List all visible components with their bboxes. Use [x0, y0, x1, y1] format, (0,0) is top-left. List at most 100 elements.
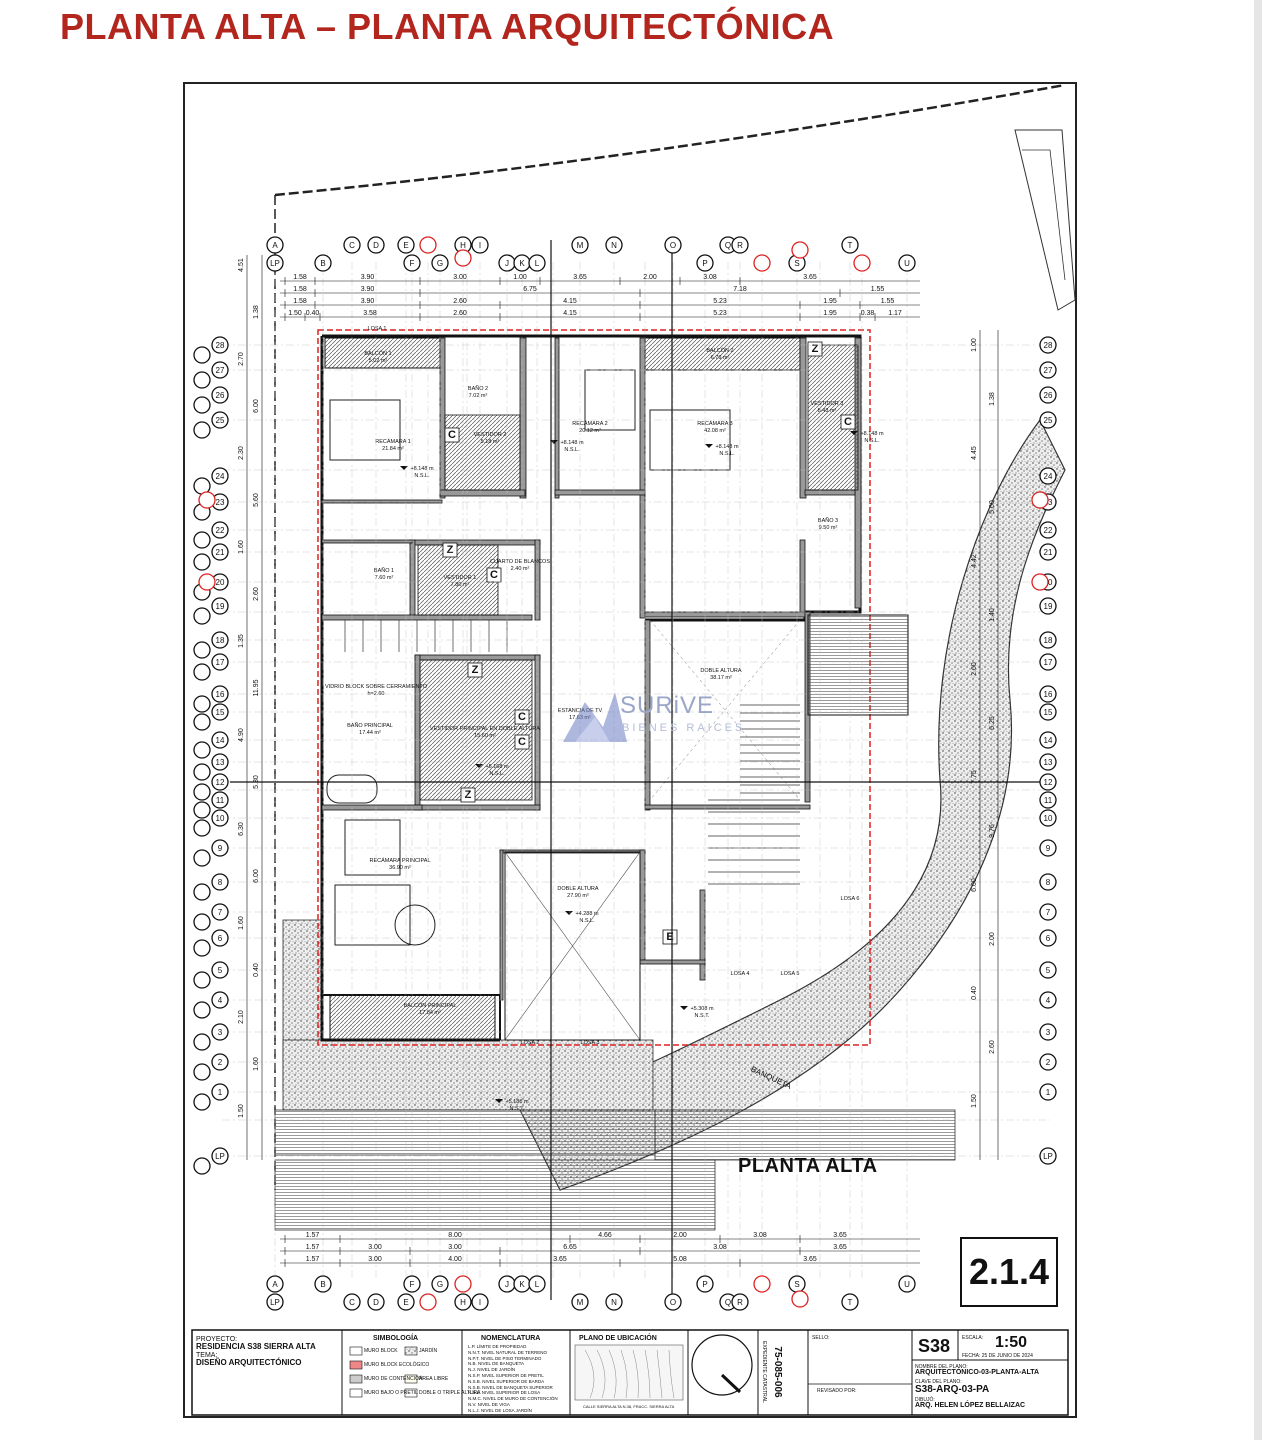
- room-area: 5.18 m²: [481, 439, 500, 445]
- grid-bubble-left-2: [193, 913, 211, 931]
- north-arrow-circle: [691, 1334, 753, 1396]
- dim-bottom-value: 2.00: [673, 1232, 687, 1239]
- location-map-street: [620, 1349, 628, 1399]
- dim-bottom-value: 3.08: [713, 1244, 727, 1251]
- location-map-street: [584, 1349, 595, 1399]
- symbol-label: ÁREA LIBRE: [419, 1376, 449, 1382]
- level-marker-icon: [495, 1099, 503, 1103]
- dim-bottom-value: 3.65: [833, 1232, 847, 1239]
- grid-bubble-bottom: [367, 1293, 385, 1311]
- ubicacion-heading: PLANO DE UBICACIÓN: [579, 1335, 657, 1342]
- grid-bubble-right: [1039, 543, 1057, 561]
- grid-bubble-bottom-label: D: [373, 1298, 379, 1307]
- grid-bubble-bottom-label: E: [403, 1298, 408, 1307]
- grid-bubble-left-2: [193, 971, 211, 989]
- interior-wall: [519, 337, 527, 499]
- room-area: 5.02 m²: [369, 358, 388, 364]
- room-name: VESTIDOR PRINCIPAL EN DOBLE ALTURA: [430, 726, 540, 732]
- grid-bubble-bottom-label: L: [535, 1280, 540, 1289]
- grid-bubble-left: [211, 791, 229, 809]
- grid-bubble-bottom: [314, 1275, 332, 1293]
- symbol-swatch: [404, 1388, 418, 1398]
- grid-bubble-left-label: 7: [218, 908, 223, 917]
- dim-bottom-value: 3.65: [553, 1256, 567, 1263]
- closet-vestidor-1: [417, 544, 499, 616]
- level-marker-icon: [680, 1006, 688, 1010]
- room-area: 7.60 m²: [375, 575, 394, 581]
- dim-top-value: 5.23: [713, 310, 727, 317]
- closet-vestidor-principal: [419, 659, 533, 801]
- grid-bubble-top-label: I: [479, 241, 481, 250]
- dim-right-value: 4.42: [971, 554, 978, 568]
- dim-top-value: 1.95: [823, 298, 837, 305]
- room-name: BALCÓN 1: [364, 350, 391, 357]
- dim-bottom-value: 3.65: [803, 1256, 817, 1263]
- interior-wall: [534, 539, 541, 621]
- grid-bubble-right-label: 22: [1044, 526, 1053, 535]
- grid-bubble-red: [419, 1293, 437, 1311]
- interior-wall: [644, 804, 811, 810]
- grid-bubble-bottom: [403, 1275, 421, 1293]
- grid-bubble-red: [791, 1290, 809, 1308]
- room-area: 6.79 m²: [711, 355, 730, 361]
- watermark-logo: [555, 672, 735, 762]
- dim-top-value: 5.23: [713, 298, 727, 305]
- grid-bubble-left: [211, 703, 229, 721]
- grid-bubble-red: [454, 249, 472, 267]
- room-area: 38.17 m²: [710, 675, 732, 681]
- grid-bubble-red: [419, 236, 437, 254]
- interior-wall: [799, 337, 807, 499]
- grid-bubble-bottom-label: N: [611, 1298, 617, 1307]
- grid-bubble-right-label: 8: [1046, 878, 1051, 887]
- grid-bubble-left-label: 20: [216, 578, 225, 587]
- dim-right-value: 9.76: [989, 824, 996, 838]
- grid-bubble-left-2: [193, 713, 211, 731]
- nomenclature-item: N.S.B. NIVEL DE BANQUETA SUPERIOR: [468, 1384, 553, 1390]
- grid-bubble-top-label: L: [535, 259, 540, 268]
- clave-short: S38: [918, 1336, 951, 1356]
- interior-wall: [699, 889, 706, 981]
- grid-bubble-right-label: 12: [1044, 778, 1053, 787]
- dim-left-value: 1.60: [253, 1057, 260, 1071]
- grid-bubble-right: [1039, 1053, 1057, 1071]
- dim-right-value: 6.25: [989, 716, 996, 730]
- grid-bubble-left-2: [193, 741, 211, 759]
- room-area: 2.40 m²: [511, 566, 530, 572]
- grid-bubble-right-label: 19: [1044, 602, 1053, 611]
- dim-bottom-value: 1.57: [306, 1232, 320, 1239]
- dim-bottom-value: 6.65: [563, 1244, 577, 1251]
- grid-bubble-left-2: [193, 939, 211, 957]
- grid-bubble-left-label: 26: [216, 391, 225, 400]
- symbol-swatch: [349, 1346, 363, 1356]
- dim-top-value: 3.90: [361, 274, 375, 281]
- grid-bubble-bottom: [664, 1293, 682, 1311]
- grid-bubble-top: [403, 254, 421, 272]
- room-name: BAÑO 3: [818, 517, 838, 524]
- grid-bubble-left-label: 15: [216, 708, 225, 717]
- closet-tag: C: [490, 569, 498, 581]
- grid-bubble-bottom: [528, 1275, 546, 1293]
- page-title: PLANTA ALTA – PLANTA ARQUITECTÓNICA: [60, 6, 835, 47]
- dim-bottom-value: 3.65: [833, 1244, 847, 1251]
- grid-bubble-left-2: [193, 695, 211, 713]
- level-marker-icon: [850, 431, 858, 435]
- level-ref: N.S.L.: [414, 473, 430, 479]
- grid-bubble-left: [211, 1053, 229, 1071]
- interior-wall: [414, 804, 541, 811]
- grid-bubble-left-label: 24: [216, 472, 225, 481]
- grid-bubble-top-label: B: [320, 259, 325, 268]
- grid-bubble-left-2: [193, 641, 211, 659]
- grid-bubble-top: [266, 254, 284, 272]
- dim-top-value: 3.65: [573, 274, 587, 281]
- interior-wall: [321, 499, 443, 504]
- grid-bubble-bottom-label: C: [349, 1298, 355, 1307]
- dim-top-value: 3.58: [363, 310, 377, 317]
- grid-bubble-right-label: 16: [1044, 690, 1053, 699]
- grid-bubble-right: [1039, 1023, 1057, 1041]
- grid-bubble-right-label: 15: [1044, 708, 1053, 717]
- grid-bubble-top-label: T: [848, 241, 853, 250]
- nomenclature-item: N.J. NIVEL DE JARDÍN: [468, 1367, 516, 1373]
- watermark-sub: BIENES RAICES: [622, 722, 746, 734]
- grid-bubble-left-label: 19: [216, 602, 225, 611]
- grid-bubble-left: [211, 467, 229, 485]
